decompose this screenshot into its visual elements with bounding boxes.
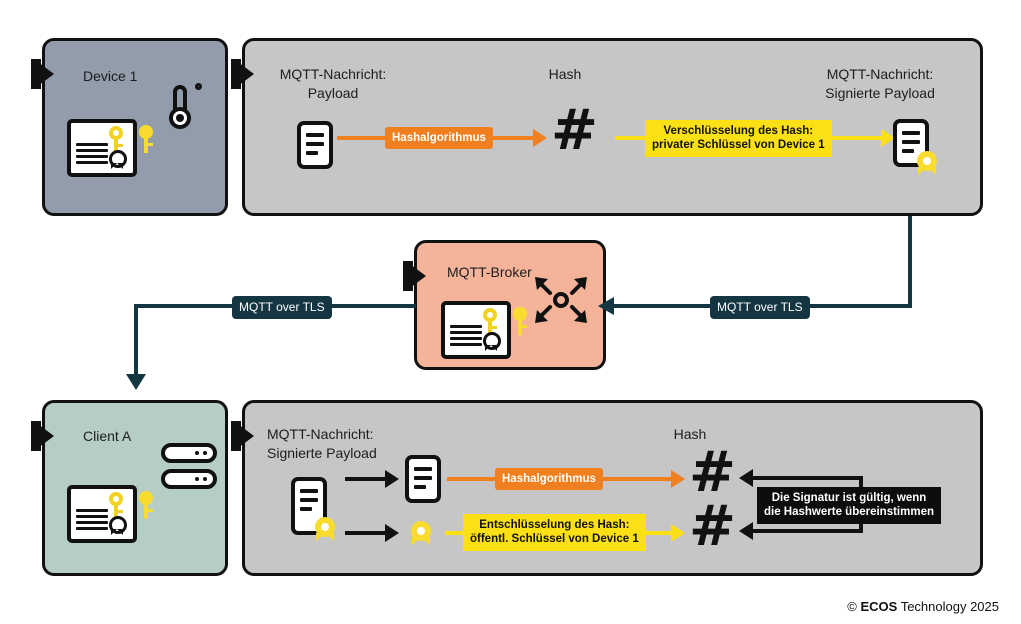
seal-icon — [483, 332, 501, 351]
verify-source-label-line1: MQTT-Nachricht: — [267, 426, 374, 442]
device-to-broker-arrowhead-icon — [598, 297, 614, 315]
extracted-signature-seal-icon — [411, 521, 431, 545]
encrypt-hash-label-line1: Verschlüsselung des Hash: — [663, 125, 814, 137]
comparison-bracket-bottom — [751, 529, 863, 533]
copyright-symbol: © — [847, 599, 857, 614]
decrypt-hash-label-line1: Entschlüsselung des Hash: — [479, 519, 630, 531]
verify-hash-symbol-top: # — [689, 440, 736, 505]
encrypt-hash-arrowhead-icon — [881, 129, 895, 147]
panel-corner-marker-icon — [31, 59, 54, 89]
hash-symbol: # — [551, 98, 598, 163]
seal-icon — [109, 150, 127, 169]
panel-verification-process[interactable]: MQTT-Nachricht: Signierte Payload Hash H… — [231, 400, 983, 576]
key-outline-icon — [109, 126, 123, 154]
split-to-document-arrowhead-icon — [385, 470, 399, 488]
copyright-rest: Technology 2025 — [900, 599, 999, 614]
verification-conclusion-line2: die Hashwerte übereinstimmen — [764, 506, 934, 519]
split-to-document-connector — [345, 477, 389, 481]
key-icon — [513, 307, 527, 335]
encrypt-hash-label-line2: privater Schlüssel von Device 1 — [652, 139, 825, 152]
signing-result-label-line1: MQTT-Nachricht: — [826, 66, 934, 82]
panel-client-a[interactable]: Client A — [31, 400, 228, 576]
key-outline-icon — [483, 308, 497, 336]
panel-mqtt-broker-title: MQTT-Broker — [447, 264, 532, 280]
key-icon — [139, 491, 153, 519]
comparison-arrowhead-bottom-icon — [739, 522, 753, 540]
thermometer-icon — [169, 83, 202, 129]
distribute-arrows-svg — [535, 277, 587, 323]
signature-seal-icon — [315, 517, 335, 541]
signed-payload-document-icon — [893, 119, 937, 175]
key-outline-icon — [109, 492, 123, 520]
panel-corner-marker-icon — [231, 421, 254, 451]
hash-algorithm-label: Hashalgorithmus — [385, 127, 493, 150]
signing-source-label-line1: MQTT-Nachricht: — [279, 66, 387, 82]
panel-corner-marker-icon — [231, 59, 254, 89]
verification-conclusion-line1: Die Signatur ist gültig, wenn — [771, 492, 927, 504]
broker-to-client-label: MQTT over TLS — [232, 296, 332, 319]
key-icon — [139, 125, 153, 153]
panel-corner-marker-icon — [403, 261, 426, 291]
verify-hash-label: Hash — [673, 426, 707, 442]
verify-source-label-line2: Signierte Payload — [267, 445, 377, 461]
broker-to-client-vertical-connector — [134, 304, 138, 376]
device-to-broker-vertical-connector — [908, 216, 912, 306]
extracted-document-icon — [405, 455, 441, 503]
encrypt-hash-label: Verschlüsselung des Hash: privater Schlü… — [645, 120, 832, 157]
split-to-seal-arrowhead-icon — [385, 524, 399, 542]
panel-client-a-title: Client A — [83, 428, 132, 444]
server-rack-icon — [161, 443, 217, 495]
verification-conclusion-label: Die Signatur ist gültig, wenn die Hashwe… — [757, 487, 941, 524]
panel-corner-marker-icon — [31, 421, 54, 451]
comparison-arrowhead-top-icon — [739, 469, 753, 487]
certificate-icon — [441, 301, 511, 359]
signing-hash-label: Hash — [548, 66, 582, 82]
panel-device-1-title: Device 1 — [83, 68, 138, 84]
signing-source-label-line2: Payload — [307, 85, 359, 101]
seal-icon — [109, 516, 127, 535]
certificate-icon — [67, 119, 137, 177]
panel-mqtt-broker[interactable]: MQTT-Broker — [403, 240, 606, 370]
certificate-icon — [67, 485, 137, 543]
comparison-bracket-top — [751, 476, 863, 480]
verify-hash-symbol-bottom: # — [689, 494, 736, 559]
payload-document-icon — [297, 121, 333, 169]
distribute-arrows-icon — [533, 275, 589, 325]
signing-result-label-line2: Signierte Payload — [825, 85, 935, 101]
decrypt-hash-arrowhead-icon — [671, 524, 685, 542]
broker-to-client-arrowhead-icon — [126, 374, 146, 390]
signature-seal-icon — [917, 151, 937, 175]
footer-copyright: © ECOS Technology 2025 — [847, 599, 999, 614]
decrypt-hash-label-line2: öffentl. Schlüssel von Device 1 — [470, 533, 639, 546]
panel-device-1[interactable]: Device 1 — [31, 38, 228, 216]
brand-name: ECOS — [860, 599, 898, 614]
verify-hash-algorithm-arrowhead-icon — [671, 470, 685, 488]
split-to-seal-connector — [345, 531, 389, 535]
decrypt-hash-label: Entschlüsselung des Hash: öffentl. Schlü… — [463, 514, 646, 551]
incoming-signed-document-icon — [291, 477, 335, 541]
verify-hash-algorithm-label: Hashalgorithmus — [495, 468, 603, 491]
panel-signing-process[interactable]: MQTT-Nachricht: Payload Hash MQTT-Nachri… — [231, 38, 983, 216]
device-to-broker-label: MQTT over TLS — [710, 296, 810, 319]
hash-algorithm-arrowhead-icon — [533, 129, 547, 147]
